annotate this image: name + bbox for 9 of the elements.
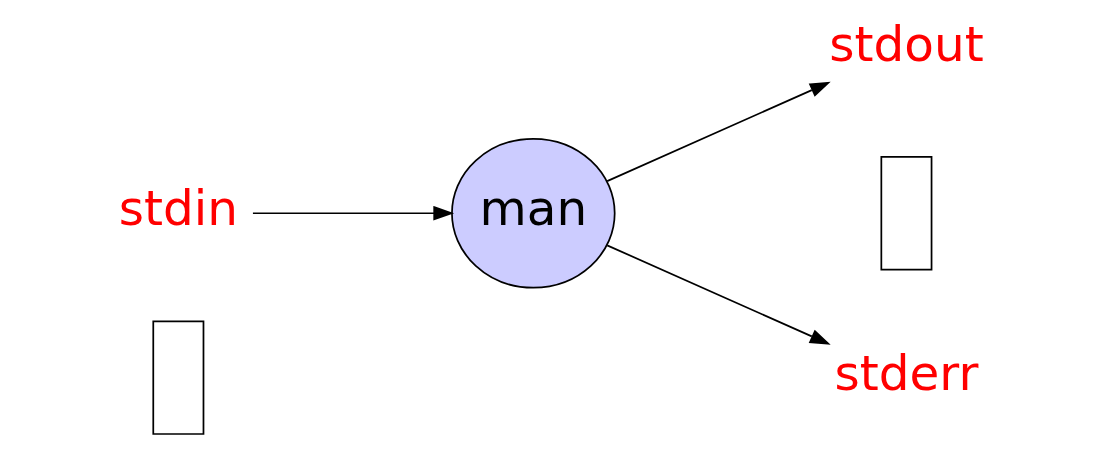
node-text: stdin [118,180,238,237]
node-circle: man [451,137,616,289]
node-text: stderr [834,344,979,401]
arrow [606,81,831,182]
arrow [252,205,455,221]
node-box [880,156,933,271]
node-text: stdout [829,15,984,72]
arrow [606,244,831,345]
node-box [152,320,205,435]
